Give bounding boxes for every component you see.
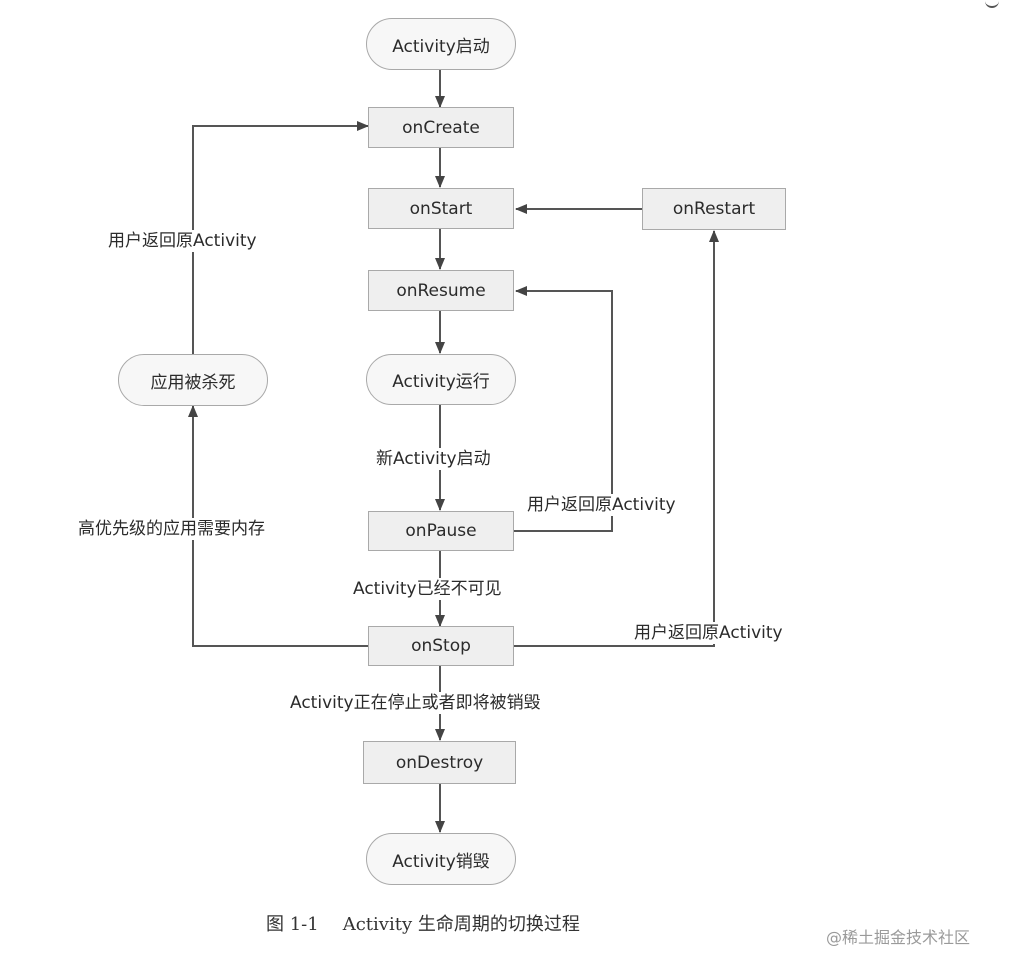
node-on-restart: onRestart — [642, 188, 786, 230]
watermark: @稀土掘金技术社区 — [826, 928, 971, 947]
node-on-pause: onPause — [368, 511, 514, 551]
label-return-to-resume: 用户返回原Activity — [527, 494, 676, 516]
label-new-activity-start: 新Activity启动 — [376, 448, 491, 470]
node-activity-start-label: Activity启动 — [392, 36, 490, 57]
node-on-create-label: onCreate — [402, 117, 480, 138]
arrow-killed-to-create — [192, 121, 369, 354]
node-on-start: onStart — [368, 188, 514, 229]
node-app-killed-label: 应用被杀死 — [150, 372, 236, 393]
label-activity-invisible: Activity已经不可见 — [353, 578, 502, 600]
label-high-priority-memory: 高优先级的应用需要内存 — [78, 518, 265, 540]
node-on-resume-label: onResume — [396, 280, 486, 301]
node-app-killed: 应用被杀死 — [118, 354, 268, 406]
figure-number: 图 1-1 — [266, 914, 319, 935]
node-on-destroy-label: onDestroy — [395, 752, 484, 773]
label-return-to-create: 用户返回原Activity — [108, 230, 257, 252]
node-activity-destroyed-label: Activity销毁 — [392, 851, 490, 872]
node-on-destroy: onDestroy — [363, 741, 516, 784]
node-activity-running-label: Activity运行 — [392, 372, 490, 392]
node-on-stop: onStop — [368, 626, 514, 666]
arrow-stop-to-restart — [514, 230, 719, 647]
node-on-pause-label: onPause — [405, 521, 477, 541]
node-activity-destroyed: Activity销毁 — [366, 833, 516, 885]
arrow-stop-to-killed — [188, 405, 368, 647]
corner-mark — [985, 0, 999, 8]
node-activity-start: Activity启动 — [366, 18, 516, 70]
node-on-resume: onResume — [368, 270, 514, 311]
figure-caption: 图 1-1 Activity 生命周期的切换过程 — [266, 910, 580, 936]
node-activity-running: Activity运行 — [366, 354, 516, 405]
node-on-restart-label: onRestart — [672, 199, 756, 219]
node-on-stop-label: onStop — [411, 636, 471, 656]
node-on-start-label: onStart — [409, 198, 473, 219]
label-activity-stopping: Activity正在停止或者即将被销毁 — [290, 692, 541, 714]
label-return-to-restart: 用户返回原Activity — [634, 622, 783, 644]
node-on-create: onCreate — [368, 107, 514, 148]
arrow-pause-to-resume — [514, 286, 613, 532]
figure-title: Activity 生命周期的切换过程 — [342, 914, 580, 935]
